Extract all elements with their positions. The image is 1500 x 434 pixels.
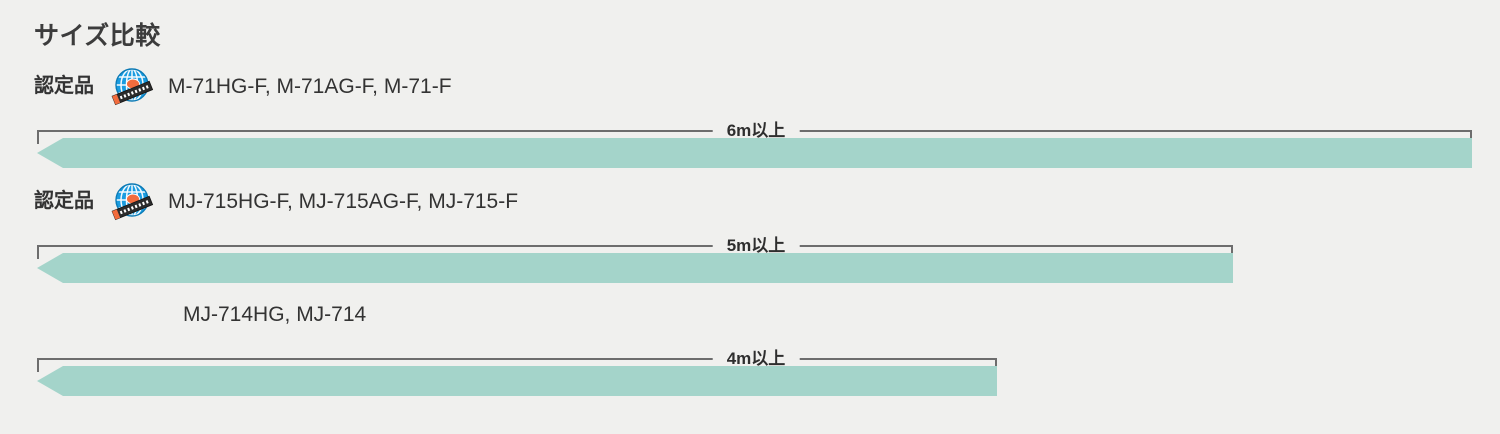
certified-label: 認定品 bbox=[34, 75, 94, 97]
dimension-tick-right bbox=[1231, 245, 1233, 259]
row-header: 認定品 bbox=[34, 66, 452, 106]
model-names: M-71HG-F, M-71AG-F, M-71-F bbox=[168, 74, 452, 98]
model-names: MJ-714HG, MJ-714 bbox=[183, 302, 367, 326]
length-bar bbox=[37, 253, 1233, 283]
dimension-tick-right bbox=[1470, 130, 1472, 144]
length-bar bbox=[37, 138, 1472, 168]
certified-globe-badge-icon bbox=[106, 181, 158, 221]
model-names: MJ-715HG-F, MJ-715AG-F, MJ-715-F bbox=[168, 189, 519, 213]
dimension-rule bbox=[37, 245, 1233, 247]
row-header: 認定品 bbox=[34, 181, 518, 221]
dimension-rule bbox=[37, 358, 997, 360]
dimension-tick-left bbox=[37, 358, 39, 372]
length-bar bbox=[37, 366, 997, 396]
certified-label: 認定品 bbox=[34, 190, 94, 212]
dimension-tick-left bbox=[37, 245, 39, 259]
dimension-tick-right bbox=[995, 358, 997, 372]
row-header: MJ-714HG, MJ-714 bbox=[183, 294, 366, 334]
dimension-tick-left bbox=[37, 130, 39, 144]
certified-globe-badge-icon bbox=[106, 66, 158, 106]
page-title: サイズ比較 bbox=[34, 22, 161, 50]
